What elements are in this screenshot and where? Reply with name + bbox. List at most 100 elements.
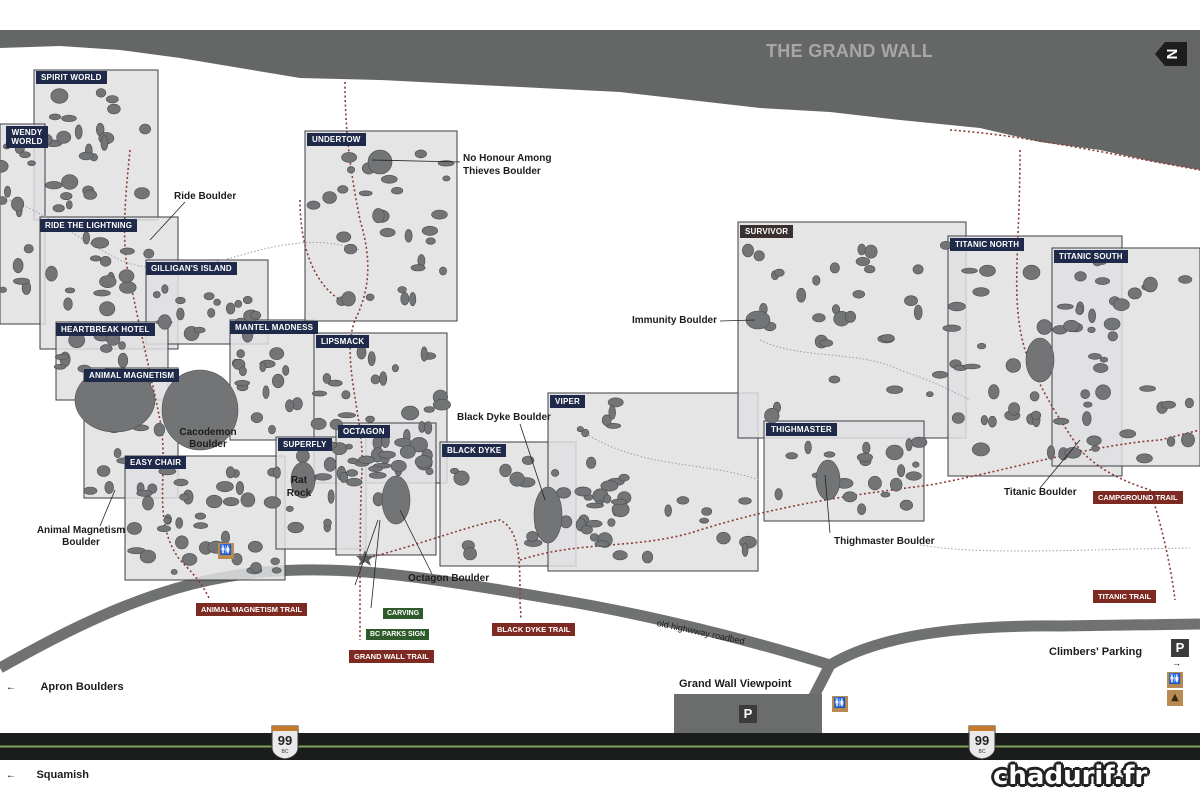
boulder (1178, 275, 1193, 284)
boulder (401, 405, 420, 421)
boulder (979, 264, 996, 277)
boulder (912, 264, 924, 275)
trail-animal-magnetism[interactable]: ANIMAL MAGNETISM TRAIL (196, 603, 308, 616)
boulder (905, 471, 922, 481)
boulder (365, 293, 375, 301)
parking-icon-climbers[interactable]: P (1171, 639, 1189, 657)
boulder (581, 525, 593, 535)
boulder (381, 475, 411, 525)
area-label-heartbreak-hotel[interactable]: HEARTBREAK HOTEL (56, 323, 155, 336)
area-label-wendy-world[interactable]: WENDY WORLD (6, 126, 48, 148)
boulder (885, 444, 904, 461)
boulder (322, 373, 332, 384)
area-label-superfly[interactable]: SUPERFLY (278, 438, 332, 451)
trail-campground[interactable]: CAMPGROUND TRAIL (1093, 491, 1183, 504)
boulder (107, 103, 121, 115)
area-label-undertow[interactable]: UNDERTOW (307, 133, 366, 146)
boulder (380, 175, 398, 184)
area-label-survivor[interactable]: SURVIVOR (740, 225, 794, 238)
trail-titanic[interactable]: TITANIC TRAIL (1093, 590, 1157, 603)
label-cacodemon-2: Boulder (189, 439, 227, 450)
boulder (259, 361, 267, 373)
boulder (972, 442, 990, 457)
boulder (285, 399, 295, 413)
boulder (170, 569, 178, 575)
boulder (425, 467, 434, 476)
boulder (358, 455, 375, 464)
area-label-viper[interactable]: VIPER (550, 395, 586, 408)
boulder (240, 492, 256, 508)
boulder (1064, 447, 1082, 459)
boulder (391, 364, 399, 373)
boulder (161, 369, 239, 451)
label-black-dyke-boulder: Black Dyke Boulder (457, 412, 551, 423)
boulder (175, 296, 186, 305)
toilet-icon: 🚻 (832, 696, 848, 712)
boulder (193, 522, 209, 529)
boulder (100, 344, 113, 353)
boulder (346, 166, 355, 174)
boulder (179, 493, 189, 501)
trail-grand-wall[interactable]: GRAND WALL TRAIL (349, 650, 434, 663)
boulder (271, 567, 282, 574)
boulder (610, 498, 627, 506)
area-label-easy-chair[interactable]: EASY CHAIR (125, 456, 187, 469)
boulder (815, 459, 841, 501)
boulder (95, 88, 107, 98)
boulder (106, 95, 119, 104)
boulder (463, 547, 477, 561)
boulder (404, 229, 413, 243)
area-label-animal-magnetism[interactable]: ANIMAL MAGNETISM (84, 369, 180, 382)
area-label-thighmaster[interactable]: THIGHMASTER (766, 423, 837, 436)
boulder (951, 412, 965, 424)
old-highway-roadbed (0, 564, 1200, 673)
boulder (618, 473, 630, 482)
boulder (414, 455, 433, 469)
boulder (238, 366, 247, 377)
boulder (327, 489, 335, 504)
north-arrow-icon[interactable]: N (1153, 38, 1189, 70)
area-label-octagon[interactable]: OCTAGON (338, 425, 390, 438)
boulder (980, 415, 989, 426)
area-label-lipsmack[interactable]: LIPSMACK (316, 335, 370, 348)
boulder (368, 465, 383, 472)
boulder (509, 471, 525, 487)
boulder (83, 189, 97, 200)
boulder (1166, 436, 1176, 447)
area-label-black-dyke[interactable]: BLACK DYKE (442, 444, 507, 457)
highway-99-shield: 99 BC (967, 722, 997, 760)
boulder (27, 160, 36, 166)
boulder (551, 469, 560, 477)
boulder (1053, 417, 1070, 425)
boulder (117, 352, 129, 368)
trail-black-dyke[interactable]: BLACK DYKE TRAIL (492, 623, 576, 636)
boulder (90, 237, 110, 249)
area-label-mantel-madness[interactable]: MANTEL MADNESS (230, 321, 319, 334)
boulder (104, 481, 114, 494)
boulder (89, 255, 102, 262)
boulder (176, 307, 185, 321)
boulder (194, 512, 206, 520)
area-label-gilligans-island[interactable]: GILLIGAN'S ISLAND (146, 262, 237, 275)
boulder (1181, 432, 1195, 448)
boulder (74, 367, 156, 433)
boulder (796, 287, 807, 303)
parking-icon-viewpoint[interactable]: P (739, 705, 757, 723)
boulder (823, 451, 836, 458)
label-squamish: Squamish (36, 769, 90, 781)
boulder (118, 269, 135, 283)
boulder (341, 291, 356, 307)
area-label-ride-the-lightning[interactable]: RIDE THE LIGHTNING (40, 219, 138, 232)
boulder (323, 457, 337, 472)
boulder (812, 313, 826, 323)
boulder (716, 531, 731, 545)
boulder (1087, 326, 1096, 334)
highway-99-shield: 99 BC (270, 722, 300, 760)
boulder (1008, 402, 1020, 416)
boulder (323, 518, 332, 527)
area-label-titanic-south[interactable]: TITANIC SOUTH (1054, 250, 1128, 263)
area-label-spirit-world[interactable]: SPIRIT WORLD (36, 71, 107, 84)
area-label-titanic-north[interactable]: TITANIC NORTH (950, 238, 1025, 251)
boulder (942, 324, 961, 332)
boulder (344, 243, 358, 255)
